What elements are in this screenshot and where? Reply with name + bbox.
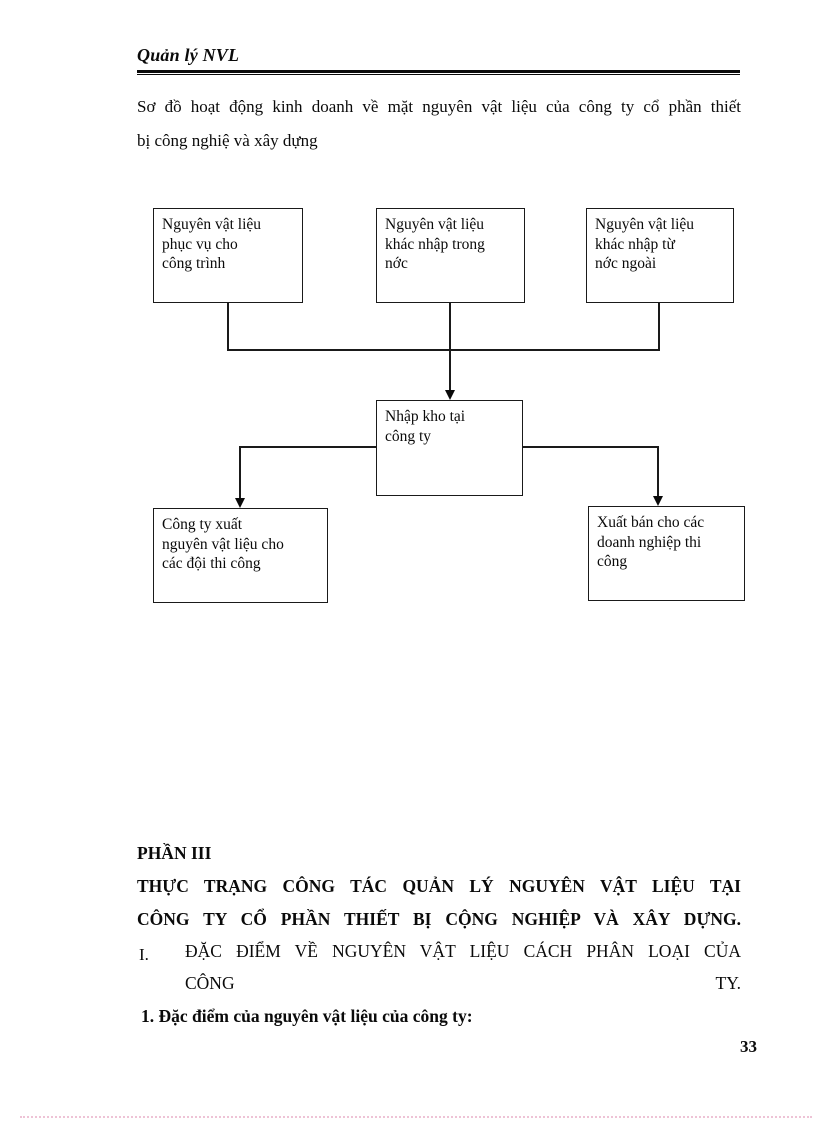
box-text-line: Xuất bán cho các xyxy=(597,514,705,531)
list-numeral: I. xyxy=(139,945,149,964)
box-text-line: Nguyên vật liệu xyxy=(595,216,695,233)
box-text-line: các đội thi công xyxy=(162,555,261,572)
box-text-line: nguyên vật liệu cho xyxy=(162,535,284,553)
running-header-title: Quản lý NVL xyxy=(137,45,240,65)
item-heading-line-2: CÔNG TY. xyxy=(185,973,741,994)
box-text-line: Nguyên vật liệu xyxy=(162,216,262,233)
box-text-line: doanh nghiệp thi xyxy=(597,533,702,551)
intro-line-2: bị công nghiệ và xây dựng xyxy=(137,131,318,150)
connector-line-right-branch-horizontal xyxy=(523,446,659,448)
arrow-down-icon xyxy=(653,496,663,506)
diagram-box-xuat-ban-doanh-nghiep: Xuất bán cho các doanh nghiệp thi công xyxy=(588,506,745,601)
box-text-line: công xyxy=(597,553,628,570)
part-label: PHẦN III xyxy=(137,843,212,863)
page-number: 33 xyxy=(740,1037,757,1056)
intro-paragraph: Sơ đồ hoạt động kinh doanh về mặt nguyên… xyxy=(137,90,741,158)
header-double-rule xyxy=(137,70,740,76)
arrow-down-icon xyxy=(445,390,455,400)
diagram-box-nvl-khac-nhap-trong-noc: Nguyên vật liệu khác nhập trong nớc xyxy=(376,208,525,303)
header-rule-thick-line xyxy=(137,70,740,73)
diagram-box-nhap-kho-tai-cong-ty: Nhập kho tại công ty xyxy=(376,400,523,496)
intro-line-1: Sơ đồ hoạt động kinh doanh về mặt nguyên… xyxy=(137,97,741,116)
item-heading-line-2-right: TY. xyxy=(715,973,741,993)
connector-line-right-branch-vertical xyxy=(657,446,659,497)
connector-line-center-stub xyxy=(449,303,451,391)
box-text-line: Công ty xuất xyxy=(162,516,243,533)
connector-line-left-branch-horizontal xyxy=(239,446,376,448)
item-heading-line-1: ĐẶC ĐIỂM VỀ NGUYÊN VẬT LIỆU CÁCH PHÂN LO… xyxy=(185,941,741,961)
section-title-line-1: THỰC TRẠNG CÔNG TÁC QUẢN LÝ NGUYÊN VẬT L… xyxy=(137,876,741,896)
box-text-line: công trình xyxy=(162,255,226,272)
connector-line-left-stub xyxy=(227,303,229,350)
header-rule-thin-line xyxy=(137,74,740,76)
box-text-line: Nhập kho tại xyxy=(385,408,466,425)
connector-line-left-branch-vertical xyxy=(239,446,241,499)
page-bottom-dotted-rule xyxy=(20,1116,812,1118)
box-text-line: khác nhập trong xyxy=(385,235,485,253)
arrow-down-icon xyxy=(235,498,245,508)
connector-line-merge-bar xyxy=(227,349,660,351)
diagram-box-nvl-phuc-vu-cong-trinh: Nguyên vật liệu phục vụ cho công trình xyxy=(153,208,303,303)
box-text-line: nớc xyxy=(385,255,408,272)
connector-line-right-stub xyxy=(658,303,660,350)
diagram-box-nvl-khac-nhap-tu-noc-ngoai: Nguyên vật liệu khác nhập từ nớc ngoài xyxy=(586,208,734,303)
box-text-line: công ty xyxy=(385,427,432,445)
diagram-box-cong-ty-xuat-nvl: Công ty xuất nguyên vật liệu cho các đội… xyxy=(153,508,328,603)
box-text-line: phục vụ cho xyxy=(162,235,238,253)
box-text-line: nớc ngoài xyxy=(595,255,657,272)
box-text-line: khác nhập từ xyxy=(595,235,675,253)
item-heading-line-2-left: CÔNG xyxy=(185,973,235,993)
box-text-line: Nguyên vật liệu xyxy=(385,216,485,233)
section-title-line-2: CÔNG TY CỔ PHẦN THIẾT BỊ CỘNG NGHIỆP VÀ … xyxy=(137,909,741,929)
subheading-dac-diem: 1. Đặc điểm của nguyên vật liệu của công… xyxy=(141,1006,473,1026)
